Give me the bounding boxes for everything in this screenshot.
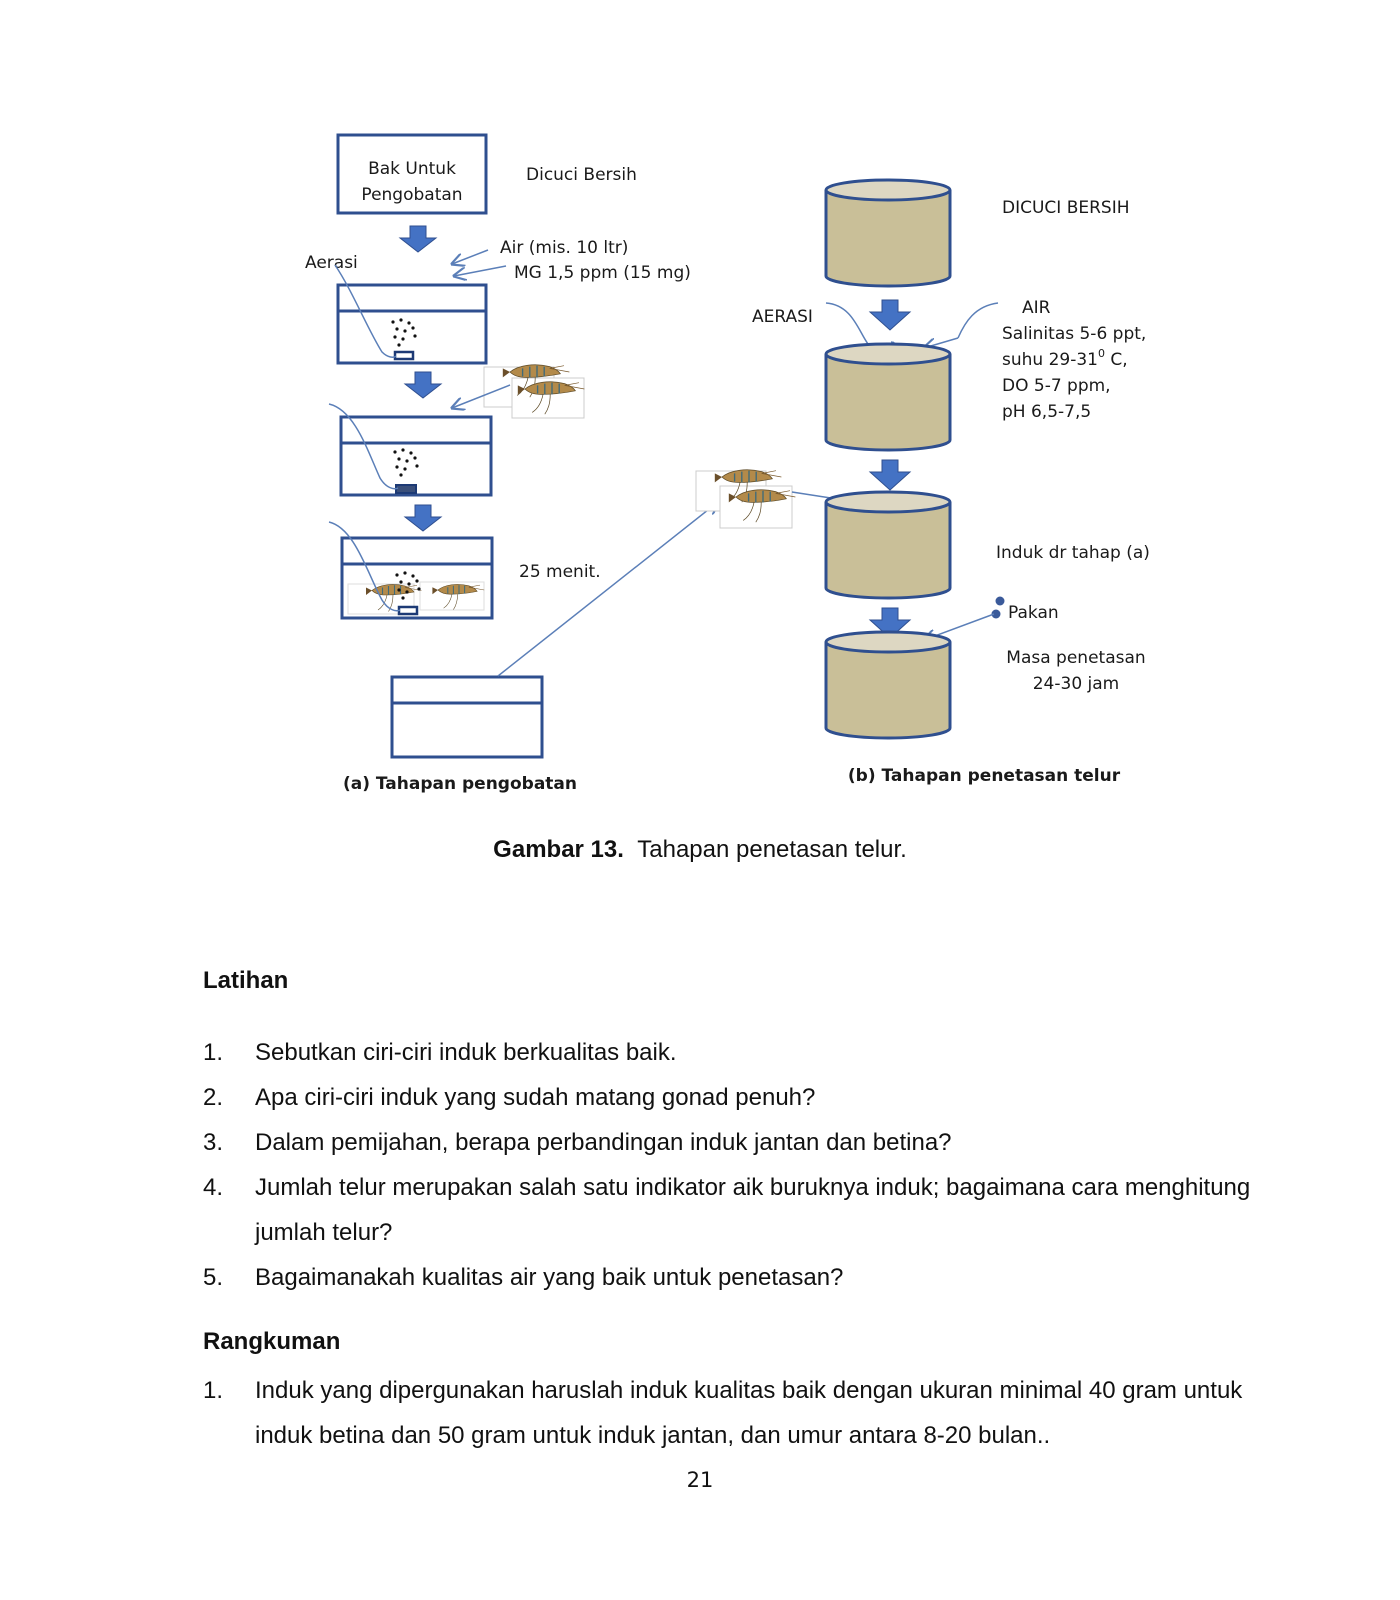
left-aeration-label: Aerasi [305, 253, 358, 273]
ph-label: pH 6,5-7,5 [1002, 402, 1091, 422]
latihan-item-number: 2. [203, 1084, 224, 1111]
hatching-tank-2 [824, 342, 952, 452]
feed-label: Pakan [1008, 603, 1059, 623]
broodstock-shrimp-image [483, 364, 586, 419]
temperature-label: suhu 29-310 C, [1002, 347, 1128, 370]
latihan-heading: Latihan [203, 967, 289, 994]
latihan-item-text: Jumlah telur merupakan salah satu indika… [255, 1174, 1251, 1246]
figure-caption-text: Tahapan penetasan telur. [637, 836, 907, 863]
latihan-item-number: 4. [203, 1174, 224, 1201]
treatment-tank-box: Bak Untuk Pengobatan [336, 133, 488, 215]
latihan-item-number: 5. [203, 1264, 224, 1291]
latihan-item: 1. Sebutkan ciri-ciri induk berkualitas b… [203, 1030, 1283, 1075]
box-title-line2: Pengobatan [361, 185, 462, 205]
latihan-item: 3. Dalam pemijahan, berapa perbandingan i… [203, 1120, 1283, 1165]
water-volume-label: Air (mis. 10 ltr) [500, 238, 628, 258]
latihan-item-text: Apa ciri-ciri induk yang sudah matang go… [255, 1084, 816, 1111]
down-arrow-icon [398, 225, 438, 253]
hatching-stages-figure: Bak Untuk Pengobatan Dicuci Bersih Aeras… [305, 133, 1150, 794]
rangkuman-heading: Rangkuman [203, 1328, 341, 1355]
latihan-item: 4. Jumlah telur merupakan salah satu indi… [203, 1165, 1283, 1255]
hatching-tank-1 [824, 178, 952, 288]
down-arrow-icon [403, 504, 443, 532]
box-title-line1: Bak Untuk [368, 159, 456, 179]
latihan-item-number: 3. [203, 1129, 224, 1156]
down-arrow-icon [403, 371, 443, 399]
subcaption-a: (a) Tahapan pengobatan [343, 774, 577, 794]
down-arrow-icon [868, 459, 912, 491]
latihan-item: 5. Bagaimanakah kualitas air yang baik un… [203, 1255, 1283, 1300]
down-arrow-icon [868, 299, 912, 331]
treatment-tank-3 [328, 521, 494, 620]
figure-caption-label: Gambar 13. [493, 836, 624, 863]
latihan-list: 1. Sebutkan ciri-ciri induk berkualitas b… [203, 1030, 1283, 1300]
treatment-tank-1 [334, 264, 488, 365]
rangkuman-list: 1. Induk yang dipergunakan haruslah induk… [203, 1368, 1283, 1458]
right-washed-label: DICUCI BERSIH [1002, 198, 1130, 218]
water-label: AIR [1022, 298, 1051, 318]
hatching-period-label: Masa penetasan [1006, 648, 1145, 668]
latihan-item-text: Dalam pemijahan, berapa perbandingan ind… [255, 1129, 952, 1156]
rangkuman-item-text: Induk yang dipergunakan haruslah induk k… [255, 1377, 1243, 1449]
page-number: 21 [686, 1468, 714, 1492]
broodstock-from-stage-a-label: Induk dr tahap (a) [996, 543, 1150, 563]
mg-dose-label: MG 1,5 ppm (15 mg) [514, 263, 691, 283]
hatching-tank-4 [824, 630, 952, 740]
holding-tank [390, 675, 544, 759]
hatching-hours-label: 24-30 jam [1033, 674, 1120, 694]
salinity-label: Salinitas 5-6 ppt, [1002, 324, 1146, 344]
right-aeration-label: AERASI [752, 307, 813, 327]
dissolved-oxygen-label: DO 5-7 ppm, [1002, 376, 1111, 396]
hatching-tank-3 [824, 490, 952, 600]
latihan-item-number: 1. [203, 1039, 224, 1066]
figure-caption: Gambar 13. Tahapan penetasan telur. [0, 836, 1400, 864]
subcaption-b: (b) Tahapan penetasan telur [848, 766, 1121, 786]
treated-broodstock-shrimp-image [695, 469, 797, 529]
water-quality-labels: AIR Salinitas 5-6 ppt, suhu 29-310 C, DO… [1002, 298, 1146, 422]
down-arrow-icon [868, 607, 912, 639]
latihan-item-text: Bagaimanakah kualitas air yang baik untu… [255, 1264, 844, 1291]
treatment-tank-2 [328, 403, 493, 497]
rangkuman-item-number: 1. [203, 1377, 224, 1404]
duration-label: 25 menit. [519, 562, 601, 582]
latihan-item: 2. Apa ciri-ciri induk yang sudah matang … [203, 1075, 1283, 1120]
rangkuman-item: 1. Induk yang dipergunakan haruslah induk… [203, 1368, 1283, 1458]
feed-dots-icon [991, 596, 1005, 619]
latihan-item-text: Sebutkan ciri-ciri induk berkualitas bai… [255, 1039, 677, 1066]
left-washed-label: Dicuci Bersih [526, 165, 637, 185]
